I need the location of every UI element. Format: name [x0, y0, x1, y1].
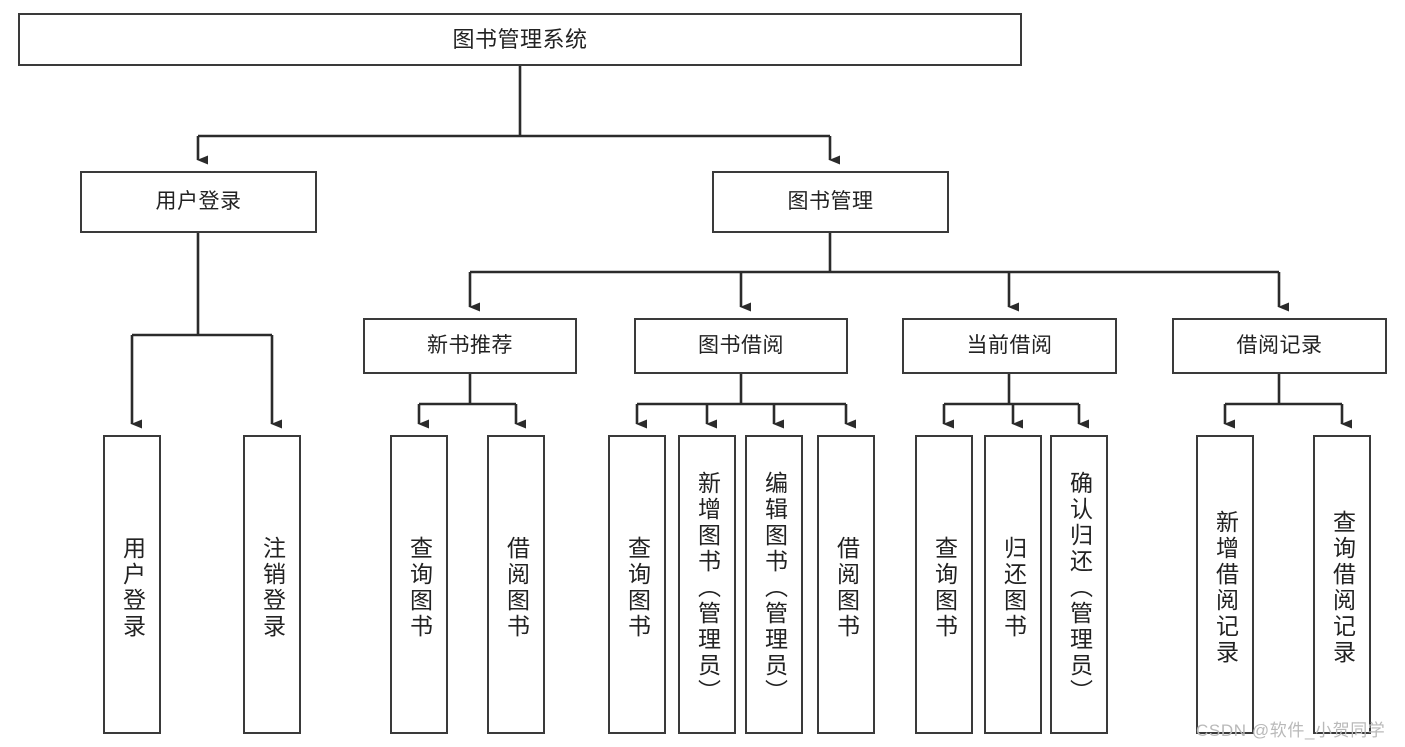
- leaf-user-login[interactable]: 用户登录: [103, 435, 161, 734]
- leaf-borrow-book-newbook[interactable]: 借阅图书: [487, 435, 545, 734]
- node-root-system-label: 图书管理系统: [452, 26, 588, 52]
- leaf-add-book-admin-label: 新增图书（管理员）: [694, 470, 721, 705]
- leaf-return-book[interactable]: 归还图书: [984, 435, 1042, 734]
- leaf-query-book-borrow[interactable]: 查询图书: [608, 435, 666, 734]
- node-book-borrow-label: 图书借阅: [698, 333, 784, 357]
- node-current-borrow-label: 当前借阅: [966, 333, 1053, 357]
- node-user-login[interactable]: 用户登录: [80, 171, 317, 233]
- node-book-management[interactable]: 图书管理: [712, 171, 949, 233]
- leaf-query-borrow-record-label: 查询借阅记录: [1329, 509, 1356, 666]
- leaf-query-book-current[interactable]: 查询图书: [915, 435, 973, 734]
- leaf-borrow-book[interactable]: 借阅图书: [817, 435, 875, 734]
- leaf-confirm-return-admin-label: 确认归还（管理员）: [1066, 470, 1093, 705]
- leaf-borrow-book-label: 借阅图书: [833, 535, 860, 640]
- leaf-edit-book-admin-label: 编辑图书（管理员）: [761, 470, 788, 705]
- leaf-query-book-newbook[interactable]: 查询图书: [390, 435, 448, 734]
- leaf-query-book-newbook-label: 查询图书: [406, 535, 433, 640]
- leaf-logout[interactable]: 注销登录: [243, 435, 301, 734]
- node-root-system[interactable]: 图书管理系统: [18, 13, 1022, 66]
- node-book-borrow[interactable]: 图书借阅: [634, 318, 848, 374]
- node-new-book-recommend-label: 新书推荐: [427, 333, 513, 357]
- node-book-management-label: 图书管理: [787, 189, 874, 213]
- leaf-edit-book-admin[interactable]: 编辑图书（管理员）: [745, 435, 803, 734]
- leaf-return-book-label: 归还图书: [1000, 535, 1027, 640]
- node-user-login-label: 用户登录: [155, 189, 242, 213]
- leaf-query-book-borrow-label: 查询图书: [624, 535, 651, 640]
- leaf-logout-label: 注销登录: [259, 535, 286, 640]
- node-borrow-records[interactable]: 借阅记录: [1172, 318, 1387, 374]
- leaf-add-borrow-record[interactable]: 新增借阅记录: [1196, 435, 1254, 734]
- leaf-confirm-return-admin[interactable]: 确认归还（管理员）: [1050, 435, 1108, 734]
- node-borrow-records-label: 借阅记录: [1236, 333, 1323, 357]
- node-new-book-recommend[interactable]: 新书推荐: [363, 318, 577, 374]
- leaf-query-borrow-record[interactable]: 查询借阅记录: [1313, 435, 1371, 734]
- leaf-borrow-book-newbook-label: 借阅图书: [503, 535, 530, 640]
- leaf-user-login-label: 用户登录: [119, 535, 146, 640]
- leaf-query-book-current-label: 查询图书: [931, 535, 958, 640]
- node-current-borrow[interactable]: 当前借阅: [902, 318, 1117, 374]
- leaf-add-book-admin[interactable]: 新增图书（管理员）: [678, 435, 736, 734]
- leaf-add-borrow-record-label: 新增借阅记录: [1212, 509, 1239, 666]
